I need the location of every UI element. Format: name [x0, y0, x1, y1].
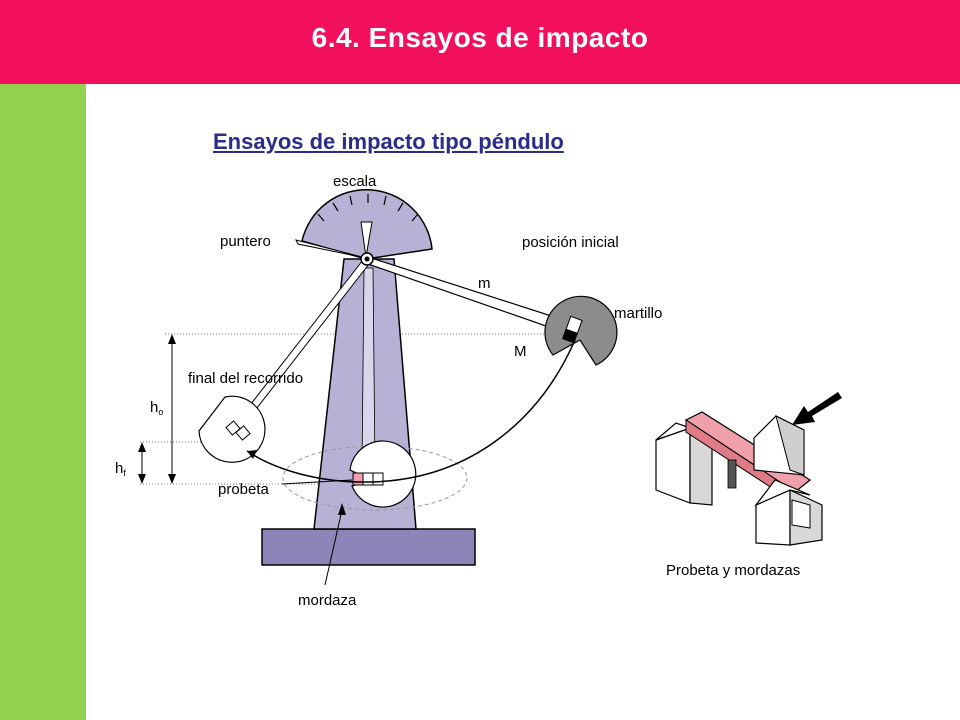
scale-ticks	[317, 194, 419, 222]
label-mordaza: mordaza	[298, 592, 357, 609]
slide-subtitle: Ensayos de impacto tipo péndulo	[213, 129, 564, 154]
header-bar: 6.4. Ensayos de impacto	[0, 0, 960, 84]
hammer-bottom	[349, 440, 417, 508]
label-martillo: martillo	[614, 305, 662, 322]
label-m: m	[478, 275, 491, 292]
label-h-f: hf	[115, 460, 126, 478]
specimen-fixture-illustration	[655, 392, 842, 546]
side-band	[0, 84, 86, 720]
mordaza-arrowhead	[338, 503, 346, 515]
label-probeta-y-mordazas: Probeta y mordazas	[666, 562, 800, 579]
hammer-initial	[544, 295, 618, 366]
trajectory-arrowhead	[247, 450, 257, 459]
machine-base	[261, 528, 476, 566]
impact-arrow	[792, 392, 842, 425]
label-posicion-inicial: posición inicial	[522, 234, 619, 251]
hammer-final	[198, 395, 266, 463]
swing-trajectory	[246, 339, 576, 483]
label-probeta: probeta	[218, 481, 270, 498]
label-escala: escala	[333, 173, 377, 190]
mordaza-leader	[324, 509, 343, 586]
label-final-recorrido: final del recorrido	[188, 370, 303, 387]
pointer-left	[295, 239, 367, 259]
probeta-leader	[281, 479, 353, 485]
label-puntero: puntero	[220, 233, 271, 250]
slide-title: 6.4. Ensayos de impacto	[311, 22, 649, 53]
label-h-o: ho	[150, 399, 163, 417]
label-M: M	[514, 343, 527, 360]
pointer-needle	[360, 221, 373, 258]
tower-center-strip	[361, 267, 376, 471]
